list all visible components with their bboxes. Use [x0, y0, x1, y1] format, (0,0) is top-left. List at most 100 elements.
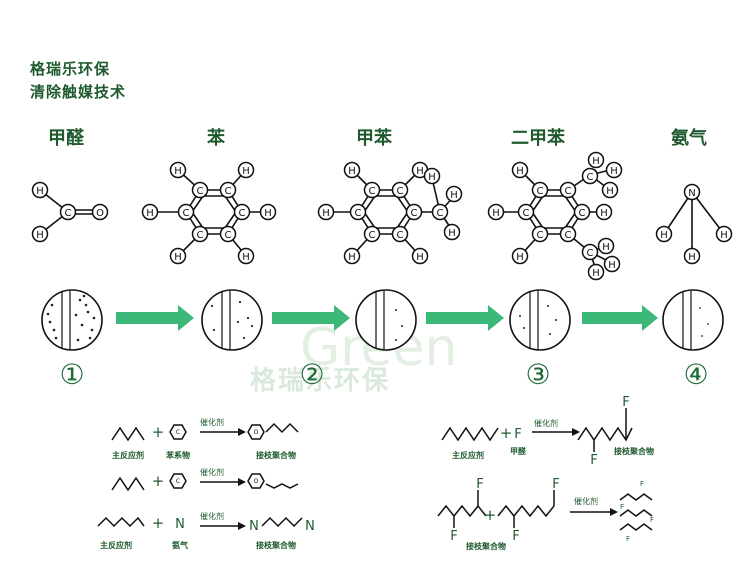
step-4: ④: [683, 358, 709, 391]
atom-label: H: [174, 252, 182, 263]
atom-label: H: [242, 166, 250, 177]
main-reactant-label: 主反应剂: [100, 541, 132, 550]
graft-polymer-label: 接枝聚合物: [614, 447, 654, 456]
atom-label: O: [96, 208, 104, 219]
atom-label: F: [650, 516, 654, 524]
atom-label: H: [264, 208, 272, 219]
atom-label: C: [65, 208, 72, 219]
molecule-title-benzene: 苯: [207, 128, 225, 149]
catalyst-label: 催化剂: [200, 468, 224, 477]
svg-text:+: +: [484, 506, 497, 524]
step-1: ①: [59, 358, 85, 391]
atom-label: H: [36, 186, 44, 197]
atom-label: N: [249, 519, 259, 534]
atom-label: H: [416, 252, 424, 263]
step-2: ②: [299, 358, 325, 391]
atom-label: F: [590, 453, 597, 468]
atom-label: H: [242, 252, 250, 263]
watermark-text: 格瑞乐环保: [250, 366, 391, 396]
atom-label: C: [523, 208, 530, 219]
atom-label: C: [369, 230, 376, 241]
atom-label: F: [620, 503, 624, 511]
benzene-series-label: 苯系物: [166, 451, 190, 460]
atom-label: C: [355, 208, 362, 219]
atom-label: O: [254, 478, 259, 485]
atom-label: C: [397, 230, 404, 241]
atom-label: H: [610, 166, 618, 177]
atom-label: C: [397, 186, 404, 197]
atom-label: H: [174, 166, 182, 177]
catalyst-label: 催化剂: [200, 418, 224, 427]
atom-label: N: [688, 188, 695, 199]
atom-label: H: [600, 208, 608, 219]
svg-text:+: +: [152, 472, 165, 490]
molecule-title-ammonia: 氨气: [671, 128, 707, 149]
atom-label: F: [626, 535, 630, 543]
atom-label: C: [239, 208, 246, 219]
graft-polymer-label: 接枝聚合物: [256, 541, 296, 550]
atom-label: H: [606, 186, 614, 197]
atom-label: N: [175, 517, 185, 532]
atom-label: C: [369, 186, 376, 197]
atom-label: O: [254, 429, 259, 436]
graft-polymer-label: 接枝聚合物: [256, 451, 296, 460]
catalyst-label: 催化剂: [534, 419, 558, 428]
ammonia-label: 氨气: [172, 541, 188, 550]
atom-label: C: [537, 186, 544, 197]
atom-label: C: [565, 186, 572, 197]
atom-label: H: [608, 260, 616, 271]
catalyst-label: 催化剂: [574, 497, 598, 506]
atom-label: H: [492, 208, 500, 219]
svg-text:+: +: [152, 514, 165, 532]
atom-label: C: [565, 230, 572, 241]
atom-label: F: [640, 480, 644, 488]
atom-label: H: [428, 172, 436, 183]
atom-label: C: [176, 478, 180, 485]
atom-label: F: [476, 477, 483, 492]
atom-label: H: [516, 166, 524, 177]
main-reactant-label: 主反应剂: [112, 451, 144, 460]
brand-line-2: 清除触媒技术: [30, 83, 127, 101]
catalyst-label: 催化剂: [200, 512, 224, 521]
atom-label: H: [516, 252, 524, 263]
atom-label: C: [176, 429, 180, 436]
atom-label: C: [437, 208, 444, 219]
atom-label: H: [660, 230, 668, 241]
atom-label: C: [579, 208, 586, 219]
atom-label: H: [602, 242, 610, 253]
atom-label: F: [512, 529, 519, 544]
atom-label: C: [225, 186, 232, 197]
atom-label: C: [587, 248, 594, 259]
atom-label: C: [197, 230, 204, 241]
atom-label: H: [322, 208, 330, 219]
atom-label: H: [592, 268, 600, 279]
molecule-title-toluene: 甲苯: [356, 128, 392, 149]
atom-label: H: [448, 228, 456, 239]
atom-label: C: [587, 172, 594, 183]
atom-label: C: [411, 208, 418, 219]
atom-label: F: [450, 529, 457, 544]
atom-label: H: [348, 166, 356, 177]
step-3: ③: [525, 358, 551, 391]
atom-label: C: [183, 208, 190, 219]
atom-label: H: [36, 230, 44, 241]
atom-label: N: [305, 519, 315, 534]
atom-label: H: [720, 230, 728, 241]
atom-label: H: [688, 252, 696, 263]
graft-polymer-label: 接枝聚合物: [466, 542, 506, 551]
atom-label: H: [348, 252, 356, 263]
main-reactant-label: 主反应剂: [452, 451, 484, 460]
atom-label: F: [552, 477, 559, 492]
molecule-title-formaldehyde: 甲醛: [48, 128, 84, 149]
atom-label: C: [537, 230, 544, 241]
atom-label: C: [225, 230, 232, 241]
svg-text:+: +: [500, 424, 513, 442]
atom-label: F: [622, 395, 629, 410]
atom-label: H: [416, 166, 424, 177]
svg-text:+: +: [152, 423, 165, 441]
atom-label: C: [197, 186, 204, 197]
brand-line-1: 格瑞乐环保: [30, 60, 111, 78]
atom-label: H: [146, 208, 154, 219]
atom-label: H: [450, 190, 458, 201]
